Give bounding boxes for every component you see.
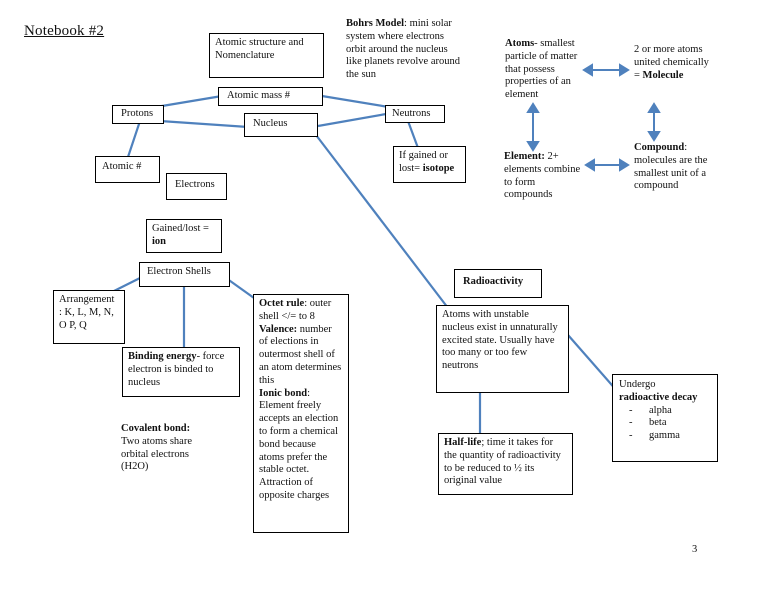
node-binding-bold: Binding energy [128, 351, 197, 362]
node-ionic-label: : Element freely accepts an election to … [259, 387, 339, 501]
decay-item: alpha [619, 405, 711, 418]
node-gained-lost-bold: ion [152, 235, 167, 247]
node-binding-label: - force electron is binded to nucleus [128, 351, 225, 388]
arrows [526, 63, 661, 172]
line-protons-nucleus [159, 119, 249, 129]
node-half-life: Half-life; time it takes for the quantit… [438, 433, 573, 495]
note-element: Element: 2+ elements combine to form com… [504, 151, 586, 202]
node-nucleus-label: Nucleus [253, 118, 288, 129]
node-radioactivity-label: Radioactivity [463, 276, 524, 287]
note-molecule: 2 or more atoms united chemically = Mole… [634, 44, 712, 82]
note-molecule-label: 2 or more atoms united chemically = [634, 44, 709, 81]
line-neutrons-isotope [406, 120, 420, 149]
note-covalent-bold: Covalent bond: [121, 423, 191, 434]
decay-list: alpha beta gamma [619, 405, 711, 443]
node-decay-label: Undergo [619, 379, 656, 390]
node-electrons: Electrons [166, 173, 227, 200]
note-covalent: Covalent bond: Two atoms share orbital e… [121, 423, 211, 474]
note-covalent-label: Two atoms share orbital electrons (H2O) [121, 435, 192, 473]
node-nucleus: Nucleus [244, 113, 318, 137]
node-neutrons-label: Neutrons [392, 108, 431, 119]
node-isotope: If gained or lost= isotope [393, 146, 466, 183]
node-electron-shells-label: Electron Shells [147, 266, 211, 277]
node-atomic-number-label: Atomic # [102, 161, 142, 172]
node-ionic-bold: Ionic bond [259, 387, 308, 399]
node-arrangement: Arrangement : K, L, M, N, O P, Q [53, 290, 125, 344]
node-unstable-label: Atoms with unstable nucleus exist in unn… [442, 309, 558, 372]
node-valence-bold: Valence: [259, 323, 298, 335]
node-half-life-bold: Half-life [444, 437, 482, 448]
node-atomic-number: Atomic # [95, 156, 160, 183]
node-atomic-structure: Atomic structure and Nomenclature [209, 33, 324, 78]
node-isotope-bold: isotope [422, 162, 455, 174]
node-protons-label: Protons [121, 108, 154, 119]
note-atoms: Atoms- smallest particle of matter that … [505, 38, 589, 102]
node-radioactivity: Radioactivity [454, 269, 542, 298]
line-unstable-decay [567, 334, 619, 393]
node-half-life-label: ; time it takes for the quantity of radi… [444, 437, 561, 487]
line-shells-arrangement [111, 277, 141, 293]
node-binding-energy: Binding energy- force electron is binded… [122, 347, 240, 397]
node-gained-lost: Gained/lost = ion [146, 219, 222, 253]
node-isotope-label: If gained or lost= [399, 150, 448, 174]
node-arrangement-label: Arrangement : K, L, M, N, O P, Q [59, 294, 115, 331]
line-shells-octet [225, 277, 255, 299]
line-protons-atomicnum [126, 120, 142, 158]
note-element-label: 2+ elements combine to form compounds [504, 151, 581, 201]
node-atomic-mass-label: Atomic mass # [227, 90, 290, 101]
node-atomic-mass: Atomic mass # [218, 87, 323, 106]
note-compound: Compound: molecules are the smallest uni… [634, 142, 726, 193]
note-compound-label: : molecules are the smallest unit of a c… [634, 142, 708, 192]
node-neutrons: Neutrons [385, 105, 445, 123]
node-atomic-structure-label: Atomic structure and Nomenclature [215, 37, 304, 61]
line-nucleus-radioactivity [315, 134, 449, 309]
note-element-bold: Element: [504, 151, 545, 162]
node-protons: Protons [112, 105, 164, 124]
decay-item: gamma [619, 430, 711, 443]
node-octet: Octet rule: outer shell </= to 8 Valence… [253, 294, 349, 533]
node-octet-bold: Octet rule [259, 298, 305, 309]
note-bohr-model: Bohrs Model: mini solar system where ele… [346, 18, 464, 82]
node-unstable-nucleus: Atoms with unstable nucleus exist in unn… [436, 305, 569, 393]
note-molecule-bold: Molecule [642, 69, 684, 81]
node-electrons-label: Electrons [175, 179, 215, 190]
node-decay-bold: radioactive decay [619, 391, 698, 403]
decay-item: beta [619, 417, 711, 430]
note-compound-bold: Compound [634, 142, 685, 153]
line-mass-neutrons [321, 94, 396, 110]
note-atoms-label: - smallest particle of matter that posse… [505, 38, 578, 101]
note-atoms-bold: Atoms [505, 38, 535, 49]
node-gained-lost-label: Gained/lost = [152, 223, 209, 234]
node-octet-label: : outer shell </= to 8 [259, 298, 332, 322]
line-nucleus-neutrons [317, 112, 387, 128]
note-bohr-label: : mini solar system where electrons orbi… [346, 18, 461, 81]
node-electron-shells: Electron Shells [139, 262, 230, 287]
page-number: 3 [692, 544, 698, 555]
node-valence-label: number of elections in outermost shell o… [259, 323, 342, 386]
note-bohr-bold: Bohrs Model [346, 18, 405, 29]
node-radioactive-decay: Undergo radioactive decay alpha beta gam… [612, 374, 718, 462]
page-title: Notebook #2 [24, 23, 105, 39]
